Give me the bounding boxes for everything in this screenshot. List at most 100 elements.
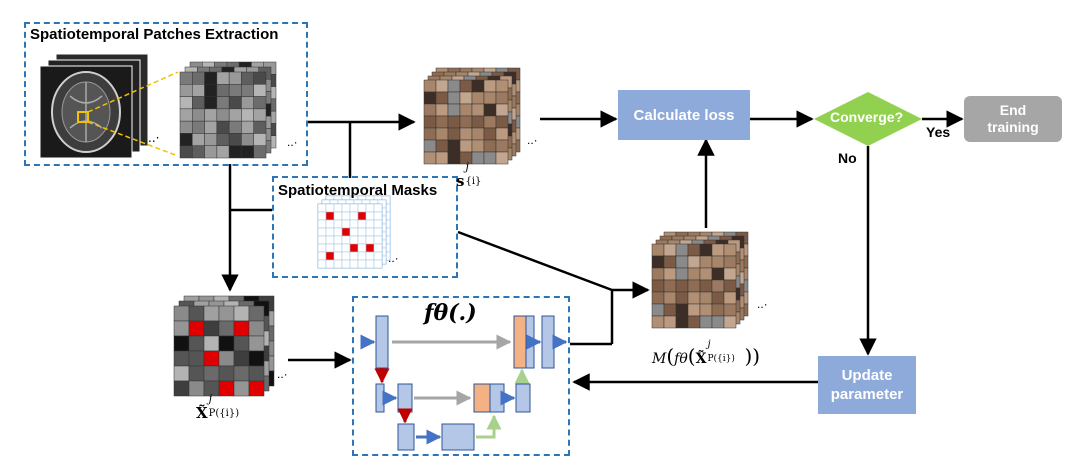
patch-cell xyxy=(651,255,665,269)
svg-text:..·: ..· xyxy=(388,251,399,265)
patch-cell xyxy=(471,103,485,117)
patch-cell xyxy=(483,127,497,141)
connectors xyxy=(221,110,964,391)
patch-cell xyxy=(218,350,235,367)
update-parameter-box: Update parameter xyxy=(818,356,916,414)
brain-image-stack: ..· xyxy=(39,53,159,159)
calculate-loss-label: Calculate loss xyxy=(633,106,735,124)
patch-cell xyxy=(188,380,205,397)
patch-cell xyxy=(248,320,265,337)
patch-cell xyxy=(699,279,713,293)
patch-cell xyxy=(711,243,725,257)
patch-cell xyxy=(495,103,509,117)
patch-cell xyxy=(663,315,677,329)
mask-grid-cell xyxy=(373,259,383,269)
patch-cell xyxy=(663,279,677,293)
patch-cell xyxy=(218,365,235,382)
patch-cell xyxy=(218,320,235,337)
patch-cell xyxy=(203,335,220,352)
patch-cell xyxy=(203,305,220,322)
x-tilde-sup: j xyxy=(208,392,213,405)
svg-text:..·: ..· xyxy=(527,133,538,147)
patch-cell xyxy=(483,151,497,165)
patch-cell xyxy=(663,303,677,317)
patch-cell xyxy=(173,365,190,382)
masks-box xyxy=(272,176,458,278)
converge-label: Converge? xyxy=(830,109,904,125)
patch-cell xyxy=(233,305,250,322)
patch-cell xyxy=(483,103,497,117)
patch-cell xyxy=(188,350,205,367)
network-diagram xyxy=(360,315,568,451)
output-label-x: X̃ xyxy=(695,351,707,367)
patch-cell xyxy=(675,279,689,293)
patch-cell xyxy=(435,115,449,129)
svg-text:..·: ..· xyxy=(757,297,768,311)
patch-cell xyxy=(233,350,250,367)
patch-cell xyxy=(651,267,665,281)
patch-cell xyxy=(711,267,725,281)
patch-cell xyxy=(723,243,737,257)
s-label-sub: {i} xyxy=(465,176,482,187)
brown-patch-stack-s xyxy=(423,67,521,165)
output-label-sub: P({i}) xyxy=(707,354,735,364)
gray-patch-stack xyxy=(179,61,277,159)
patch-cell xyxy=(651,315,665,329)
x-tilde-main: X̃ xyxy=(196,404,208,422)
extraction-box xyxy=(24,22,308,166)
patch-cell xyxy=(471,115,485,129)
patch-cell xyxy=(675,315,689,329)
patch-cell xyxy=(447,91,461,105)
patch-cell xyxy=(248,335,265,352)
x-tilde-sub: P({i}) xyxy=(208,408,240,419)
patch-cell xyxy=(435,127,449,141)
patch-cell xyxy=(173,305,190,322)
patch-cell xyxy=(723,291,737,305)
patch-cell xyxy=(218,380,235,397)
extraction-title: Spatiotemporal Patches Extraction xyxy=(30,26,279,43)
patch-cell xyxy=(188,320,205,337)
patch-cell xyxy=(435,79,449,93)
patch-cell xyxy=(651,279,665,293)
patch-cell xyxy=(203,320,220,337)
patch-cell xyxy=(447,151,461,165)
patch-cell xyxy=(218,305,235,322)
patch-cell xyxy=(459,103,473,117)
svg-text:..·: ..· xyxy=(148,131,159,145)
patch-cell xyxy=(699,243,713,257)
patch-cell xyxy=(218,335,235,352)
patch-cell xyxy=(248,380,265,397)
patch-cell xyxy=(203,365,220,382)
patch-cell xyxy=(253,145,267,159)
patch-cell xyxy=(495,151,509,165)
patch-cell xyxy=(675,255,689,269)
patch-cell xyxy=(471,151,485,165)
patch-cell xyxy=(687,243,701,257)
patch-cell xyxy=(687,255,701,269)
patch-cell xyxy=(435,91,449,105)
patch-cell xyxy=(483,139,497,153)
patch-cell xyxy=(203,350,220,367)
patch-cell xyxy=(423,151,437,165)
patch-cell xyxy=(248,350,265,367)
network-box xyxy=(352,296,570,456)
s-label-main: s xyxy=(456,172,465,190)
patch-cell xyxy=(248,365,265,382)
patch-cell xyxy=(711,303,725,317)
patch-cell xyxy=(723,267,737,281)
brown-patch-stack-output xyxy=(651,231,749,329)
no-label: No xyxy=(838,150,857,166)
patch-cell xyxy=(423,103,437,117)
patch-cell xyxy=(423,115,437,129)
patch-cell xyxy=(723,303,737,317)
end-training-label-1: End xyxy=(999,102,1027,118)
patch-cell xyxy=(711,279,725,293)
patch-cell xyxy=(233,365,250,382)
patch-cell xyxy=(687,267,701,281)
patch-cell xyxy=(435,139,449,153)
patch-cell xyxy=(435,103,449,117)
patch-cell xyxy=(423,91,437,105)
patch-cell xyxy=(447,103,461,117)
